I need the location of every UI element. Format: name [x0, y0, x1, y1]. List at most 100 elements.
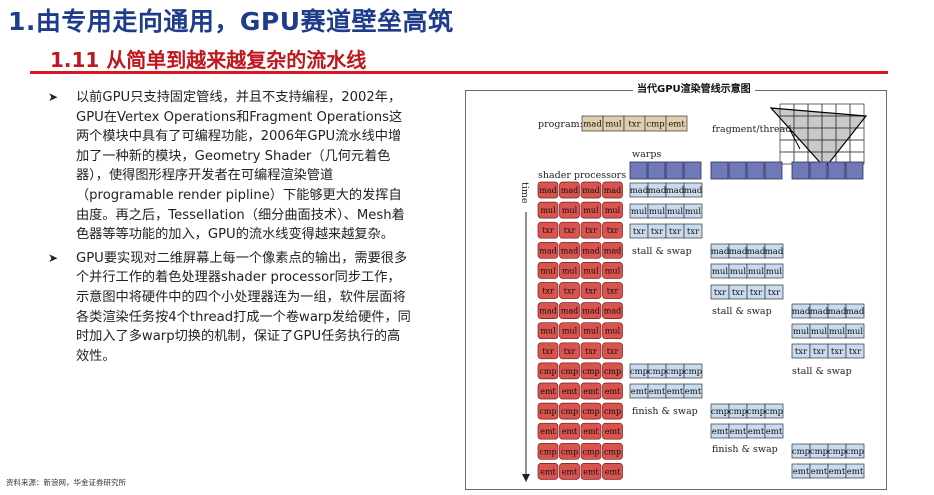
warp-cell-txr: txr	[683, 223, 703, 239]
svg-text:emt: emt	[730, 427, 747, 437]
bullet-list: ➤ 以前GPU只支持固定管线，并且不支持编程，2002年，GPU在Vertex …	[48, 88, 412, 370]
warp-cell-cmp: cmp	[647, 363, 667, 379]
processor-cell-mad: mad	[559, 241, 580, 259]
warp-cell-mul: mul	[746, 263, 766, 279]
figure-title: 当代GPU渲染管线示意图	[633, 80, 755, 95]
warp-cell-mad: mad	[665, 182, 685, 198]
svg-text:emt: emt	[605, 427, 621, 436]
svg-text:cmp: cmp	[828, 447, 847, 457]
warp-cell-txr: txr	[809, 343, 829, 359]
program-cell-mad: mad	[581, 115, 604, 132]
processor-cell-txr: txr	[580, 282, 602, 299]
processor-cell-cmp: cmp	[537, 442, 559, 460]
warp-cell-mad: mad	[809, 303, 829, 319]
svg-text:cmp: cmp	[604, 407, 621, 416]
svg-text:cmp: cmp	[561, 367, 578, 376]
svg-text:emt: emt	[712, 427, 729, 437]
warp-cell-cmp: cmp	[665, 363, 685, 379]
processor-cell-mad: mad	[559, 181, 580, 199]
warp-cell-emt: emt	[764, 423, 784, 439]
processor-cell-emt: emt	[559, 463, 580, 480]
svg-text:txr: txr	[669, 227, 682, 237]
svg-text:txr: txr	[687, 227, 700, 237]
processor-cell-mul: mul	[537, 262, 559, 279]
svg-text:emt: emt	[748, 427, 765, 437]
svg-text:cmp: cmp	[561, 447, 578, 456]
svg-text:cmp: cmp	[539, 447, 556, 456]
warp-cell-mad: mad	[710, 243, 730, 259]
svg-text:cmp: cmp	[604, 447, 621, 456]
warp-headers	[629, 161, 864, 180]
processor-cell-emt: emt	[559, 422, 580, 440]
stall-swap-label-2: stall & swap	[712, 306, 772, 317]
svg-text:cmp: cmp	[582, 367, 599, 376]
processor-cell-mad: mad	[602, 241, 623, 259]
title-divider	[30, 71, 888, 74]
warp-header-cell	[791, 161, 810, 180]
processor-cell-txr: txr	[602, 221, 623, 239]
svg-text:txr: txr	[732, 288, 745, 298]
warps-label: warps	[632, 149, 661, 160]
svg-text:cmp: cmp	[604, 367, 621, 376]
processor-cell-mad: mad	[602, 181, 623, 199]
svg-text:mul: mul	[540, 266, 556, 275]
svg-text:txr: txr	[768, 288, 781, 298]
svg-text:cmp: cmp	[846, 447, 865, 457]
processor-cell-mad: mad	[537, 241, 559, 259]
svg-text:cmp: cmp	[582, 447, 599, 456]
svg-text:cmp: cmp	[561, 407, 578, 416]
processor-cell-cmp: cmp	[580, 362, 602, 380]
svg-text:mad: mad	[828, 307, 847, 317]
warp-cell-txr: txr	[845, 343, 865, 359]
processor-cell-mad: mad	[559, 302, 580, 319]
svg-text:emt: emt	[811, 467, 828, 477]
svg-text:txr: txr	[585, 287, 597, 296]
processor-cell-emt: emt	[580, 382, 602, 400]
svg-text:cmp: cmp	[666, 367, 685, 377]
svg-text:mad: mad	[539, 186, 556, 195]
processor-cell-emt: emt	[580, 463, 602, 480]
arrow-bullet-icon: ➤	[48, 90, 59, 104]
svg-text:cmp: cmp	[539, 367, 556, 376]
svg-text:mul: mul	[583, 266, 599, 275]
svg-text:mul: mul	[631, 207, 648, 217]
warp-header-cell	[629, 161, 648, 180]
processor-cell-mul: mul	[537, 201, 559, 219]
svg-text:txr: txr	[607, 226, 619, 235]
svg-text:mul: mul	[583, 206, 599, 215]
processor-cell-mul: mul	[559, 262, 580, 279]
svg-text:mul: mul	[605, 206, 621, 215]
warp-cell-mul: mul	[809, 323, 829, 339]
processor-cell-mul: mul	[537, 322, 559, 340]
warp-cell-mul: mul	[764, 263, 784, 279]
svg-text:cmp: cmp	[539, 407, 556, 416]
warp-cell-cmp: cmp	[764, 403, 784, 419]
svg-text:cmp: cmp	[747, 407, 766, 417]
shader-processors-label: shader processors	[538, 170, 626, 181]
svg-text:txr: txr	[750, 288, 763, 298]
warp-cell-emt: emt	[629, 383, 649, 399]
svg-text:emt: emt	[829, 467, 846, 477]
processor-cell-mul: mul	[580, 201, 602, 219]
svg-text:mad: mad	[630, 186, 649, 196]
warp-cell-txr: txr	[647, 223, 667, 239]
warp-cell-emt: emt	[647, 383, 667, 399]
svg-text:txr: txr	[585, 347, 597, 356]
svg-text:mul: mul	[540, 206, 556, 215]
svg-text:cmp: cmp	[582, 407, 599, 416]
finish-swap-label-2: finish & swap	[712, 444, 778, 455]
svg-text:mad: mad	[747, 247, 766, 257]
svg-text:emt: emt	[685, 387, 702, 397]
svg-text:emt: emt	[605, 387, 621, 396]
svg-text:mad: mad	[711, 247, 730, 257]
warp-header-cell	[728, 161, 747, 180]
svg-text:mad: mad	[684, 186, 703, 196]
svg-text:emt: emt	[583, 467, 599, 476]
bullet-text-2: GPU要实现对二维屏幕上每一个像素点的输出，需要很多个并行工作的着色处理器sha…	[76, 250, 411, 364]
page-title: 1.由专用走向通用，GPU赛道壁垒高筑	[8, 7, 454, 36]
svg-text:mad: mad	[604, 307, 621, 316]
warp-header-cell	[683, 161, 702, 180]
svg-text:txr: txr	[628, 120, 641, 130]
